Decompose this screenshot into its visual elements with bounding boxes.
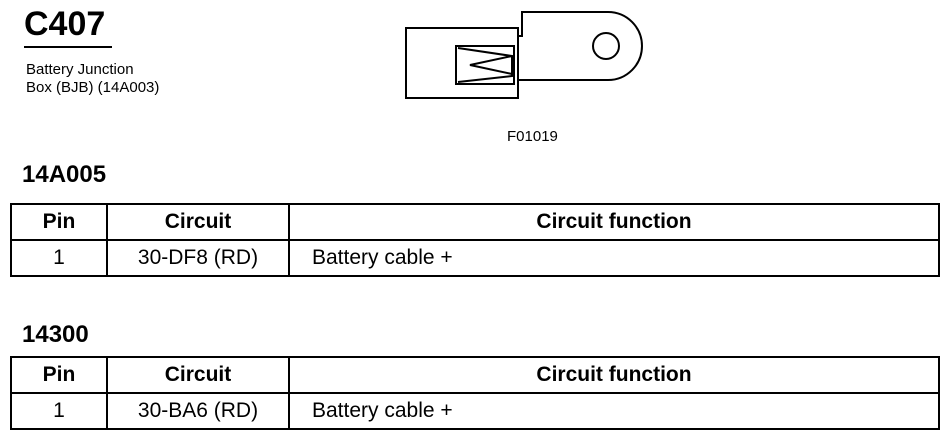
header-circuit-function: Circuit function xyxy=(288,356,940,394)
table-row: 1 30-BA6 (RD) Battery cable + xyxy=(10,392,940,430)
table-header-row: Pin Circuit Circuit function xyxy=(10,203,940,241)
header-circuit: Circuit xyxy=(106,356,290,394)
title-underline xyxy=(24,46,112,48)
table-row: 1 30-DF8 (RD) Battery cable + xyxy=(10,239,940,277)
description-line-2: Box (BJB) (14A003) xyxy=(26,79,160,96)
connector-id: C407 xyxy=(24,5,106,43)
pin-table-14300: Pin Circuit Circuit function 1 30-BA6 (R… xyxy=(10,356,940,430)
header-circuit-function: Circuit function xyxy=(288,203,940,241)
cell-pin: 1 xyxy=(10,392,108,430)
pin-table-14a005: Pin Circuit Circuit function 1 30-DF8 (R… xyxy=(10,203,940,277)
ring-terminal-drawing xyxy=(405,11,643,99)
header-pin: Pin xyxy=(10,203,108,241)
header-circuit: Circuit xyxy=(106,203,290,241)
figure-code: F01019 xyxy=(507,128,558,145)
table-heading-14a005: 14A005 xyxy=(22,161,107,188)
table-heading-14300: 14300 xyxy=(22,321,89,348)
terminal-ring-hole xyxy=(592,32,620,60)
header-pin: Pin xyxy=(10,356,108,394)
table-header-row: Pin Circuit Circuit function xyxy=(10,356,940,394)
cell-circuit: 30-BA6 (RD) xyxy=(106,392,290,430)
description-line-1: Battery Junction xyxy=(26,61,134,78)
cell-circuit: 30-DF8 (RD) xyxy=(106,239,290,277)
terminal-crimp-window xyxy=(455,45,515,85)
terminal-body xyxy=(405,27,519,99)
cell-circuit-function: Battery cable + xyxy=(288,239,940,277)
cell-pin: 1 xyxy=(10,239,108,277)
terminal-ring-tongue xyxy=(517,11,643,81)
connector-description: Battery Junction Box (BJB) (14A003) xyxy=(26,61,226,97)
terminal-wire-fork xyxy=(457,47,513,83)
cell-circuit-function: Battery cable + xyxy=(288,392,940,430)
